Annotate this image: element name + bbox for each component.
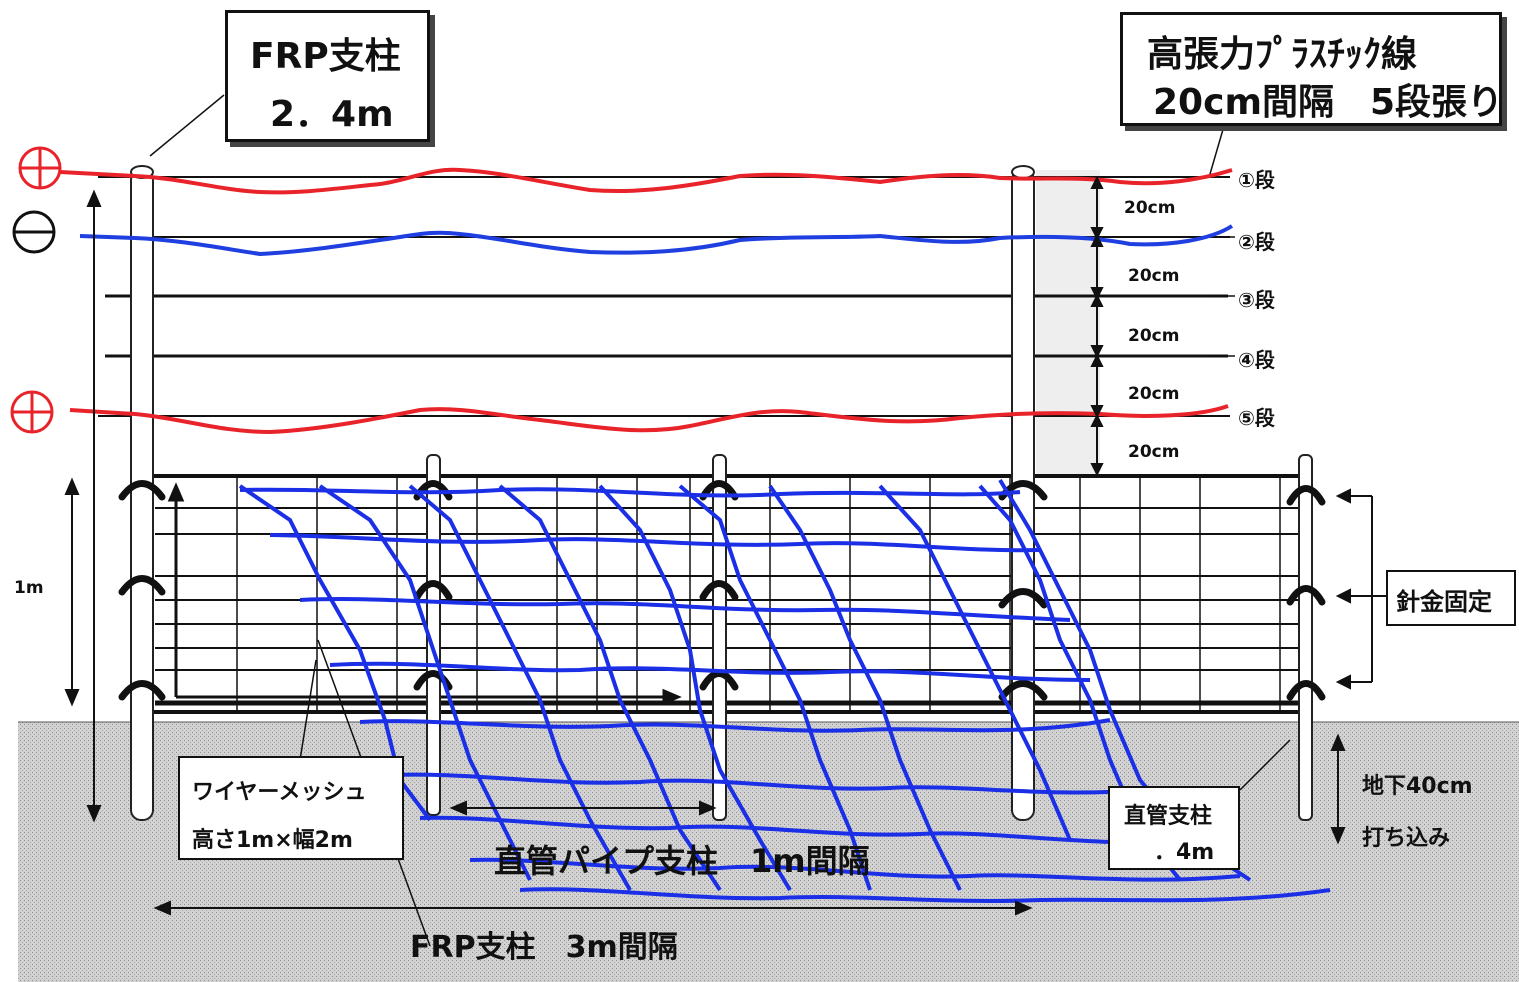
underground-arrow — [1330, 733, 1346, 845]
spacing-label-1: 20cm — [1124, 198, 1176, 218]
height-arrows — [64, 189, 102, 823]
skirt-net — [238, 478, 1331, 903]
pipe-spacing-arrow — [449, 800, 717, 816]
frp-spacing-label: FRP支柱 3m間隔 — [410, 930, 678, 965]
underground-label: 地下40cm — [1362, 774, 1473, 799]
frp-post-box: FRP支柱 2．4m — [225, 10, 430, 142]
one-meter-label: 1m — [14, 578, 44, 598]
wire-title: 高張力ﾌﾟﾗｽﾁｯｸ線 — [1147, 34, 1418, 75]
wire-fix-arrows — [1335, 488, 1388, 690]
mesh-size: 高さ1m×幅2m — [192, 828, 353, 853]
negative-wire — [79, 224, 1234, 257]
spacing-label-2: 20cm — [1128, 266, 1180, 286]
wire-spec-box: 高張力ﾌﾟﾗｽﾁｯｸ線 20cm間隔 5段張り — [1120, 12, 1503, 126]
frp-post-height: 2．4m — [270, 94, 394, 135]
positive-wires — [59, 167, 1233, 435]
tier-label-3: ③段 — [1238, 288, 1275, 312]
wire-mesh-box: ワイヤーメッシュ 高さ1m×幅2m — [178, 756, 404, 860]
polarity-minus — [12, 210, 56, 254]
frp-post-title: FRP支柱 — [250, 36, 401, 77]
pipe-post-label: 直管支柱 — [1124, 804, 1213, 829]
spacing-label-4: 20cm — [1128, 384, 1180, 404]
polarity-plus-top — [18, 146, 62, 190]
spacing-label-3: 20cm — [1128, 326, 1180, 346]
pipe-post-box: 直管支柱 ．4m — [1108, 786, 1240, 870]
polarity-plus-bottom — [10, 390, 54, 434]
tier-label-5: ⑤段 — [1238, 406, 1275, 430]
wire-fix-box: 針金固定 — [1386, 570, 1516, 626]
pipe-post-length: ．4m — [1154, 840, 1215, 865]
tier-label-1: ①段 — [1238, 168, 1275, 192]
wire-spec: 20cm間隔 5段張り — [1153, 82, 1503, 123]
frp-posts — [130, 165, 1035, 821]
tier-label-2: ②段 — [1238, 230, 1275, 254]
pipe-spacing-label: 直管パイプ支柱 1m間隔 — [494, 842, 870, 880]
mesh-dimension-arrow — [167, 482, 682, 706]
frp-spacing-arrow — [153, 900, 1033, 916]
spacing-label-5: 20cm — [1128, 442, 1180, 462]
wire-fix-label: 針金固定 — [1396, 588, 1492, 616]
tier-label-4: ④段 — [1238, 348, 1275, 372]
driven-label: 打ち込み — [1362, 826, 1451, 851]
spacing-arrows — [1090, 175, 1104, 477]
mesh-title: ワイヤーメッシュ — [192, 780, 367, 805]
